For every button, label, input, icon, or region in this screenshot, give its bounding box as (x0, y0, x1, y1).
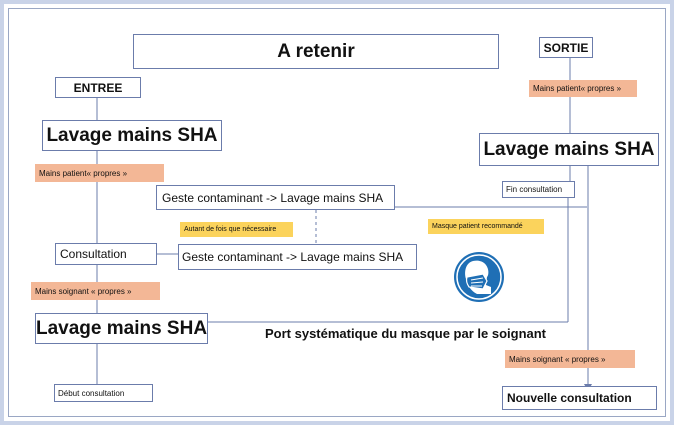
lavage-label: Lavage mains SHA (35, 317, 208, 339)
tag-mains-patient-sortie: Mains patient« propres » (529, 80, 637, 97)
entree-box: ENTREE (55, 77, 141, 98)
sortie-label: SORTIE (543, 40, 589, 55)
tag-mains-patient-entree: Mains patient« propres » (35, 164, 164, 182)
lavage-box-sortie: Lavage mains SHA (479, 133, 659, 166)
sortie-box: SORTIE (539, 37, 593, 58)
port-masque-text: Port systématique du masque par le soign… (265, 326, 547, 341)
tag-mains-soignant-sortie: Mains soignant « propres » (505, 350, 635, 368)
lavage-label: Lavage mains SHA (46, 124, 218, 146)
tag-masque-patient: Masque patient recommandé (428, 219, 544, 234)
face-mask-icon (454, 252, 504, 302)
debut-consultation-box: Début consultation (54, 384, 153, 402)
tag-autant-de-fois: Autant de fois que nécessaire (180, 222, 293, 237)
title-box: A retenir (133, 34, 499, 69)
slide-inner-border (8, 8, 666, 417)
fin-consultation-box: Fin consultation (502, 181, 575, 198)
nouvelle-consultation-box: Nouvelle consultation (502, 386, 657, 410)
geste-box-bottom: Geste contaminant -> Lavage mains SHA (178, 244, 417, 270)
geste-box-top: Geste contaminant -> Lavage mains SHA (156, 185, 395, 210)
lavage-label: Lavage mains SHA (483, 138, 655, 160)
entree-label: ENTREE (73, 80, 123, 95)
tag-mains-soignant-entree: Mains soignant « propres » (31, 282, 160, 300)
lavage-box-entree: Lavage mains SHA (42, 120, 222, 151)
consultation-box: Consultation (55, 243, 157, 265)
page-title: A retenir (277, 40, 355, 62)
lavage-box-soignant: Lavage mains SHA (35, 313, 208, 344)
